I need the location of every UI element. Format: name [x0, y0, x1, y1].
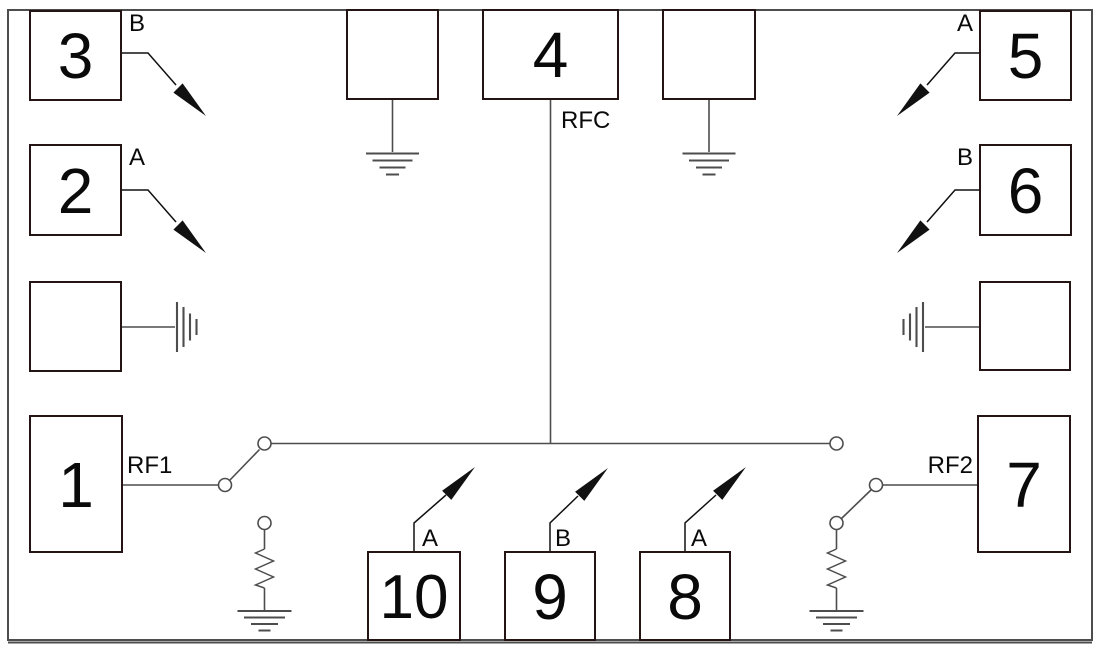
pad4-number: 4: [533, 19, 569, 91]
pad2-control-label: A: [129, 144, 145, 171]
pad10-number: 10: [380, 563, 449, 632]
pad7-box: [977, 415, 1071, 553]
pad3-arrowhead-icon: [173, 83, 206, 116]
pad1-number: 1: [58, 449, 94, 521]
pad2-control-arrow-icon: [122, 189, 177, 223]
rf2-switch-arm: [840, 488, 873, 520]
pad5-control-label: A: [957, 10, 973, 37]
pad6-arrowhead-icon: [897, 220, 930, 253]
right-ground-pad-box: [979, 281, 1071, 371]
pad8-control-label: A: [691, 525, 707, 552]
rf1-bus-contact: [257, 436, 272, 451]
pad6-control-arrow-icon: [926, 189, 980, 223]
control-arrow-group: [122, 52, 980, 552]
rf2-pole-contact: [868, 477, 884, 493]
contact-group: [217, 436, 884, 531]
right-side-ground-icon: [902, 302, 925, 352]
rf1-termination-contact: [257, 515, 272, 531]
pad2-arrowhead-icon: [173, 220, 206, 253]
pad6-box: [979, 144, 1072, 236]
pad6-number: 6: [1008, 155, 1044, 227]
pad3-box: [29, 10, 122, 101]
right-termination-ground-icon: [809, 609, 864, 632]
pad10-control-label: A: [422, 525, 438, 552]
pad3-number: 3: [58, 20, 94, 92]
rf2-port-label: RF2: [928, 452, 973, 479]
right-termination-resistor: [825, 548, 848, 589]
pad9-arrowhead-icon: [575, 468, 608, 501]
rf1-pole-contact: [217, 477, 233, 493]
top-left-ground-icon: [366, 152, 419, 176]
pad9-number: 9: [532, 561, 568, 633]
left-termination-resistor: [253, 548, 276, 589]
top-left-ground-pad-box: [346, 9, 439, 100]
pad4-box: [482, 9, 619, 100]
pad8-box: [639, 551, 731, 641]
pad7-number: 7: [1006, 449, 1042, 521]
left-termination-ground-icon: [237, 609, 292, 632]
pad5-arrowhead-icon: [897, 83, 930, 116]
pad9-box: [504, 551, 596, 641]
pad8-control-arrow-icon: [684, 494, 717, 552]
pad10-arrowhead-icon: [442, 467, 475, 500]
rfc-port-label: RFC: [561, 107, 610, 134]
rf1-switch-arm: [228, 448, 261, 482]
resistor-group: [253, 548, 848, 589]
pad9-control-label: B: [555, 525, 571, 552]
rf1-port-label: RF1: [127, 452, 172, 479]
pad3-control-label: B: [129, 10, 145, 37]
pad9-control-arrow-icon: [549, 495, 579, 552]
top-right-ground-pad-box: [662, 9, 756, 100]
pad3-control-arrow-icon: [122, 52, 177, 86]
left-ground-pad-box: [29, 281, 122, 372]
top-right-ground-icon: [682, 152, 736, 176]
pad5-box: [979, 10, 1072, 101]
pad-group: [29, 9, 1072, 641]
rf2-bus-contact: [829, 436, 844, 451]
left-side-ground-icon: [175, 302, 198, 352]
pad8-arrowhead-icon: [713, 467, 746, 500]
rf2-termination-contact: [829, 515, 844, 531]
pad2-number: 2: [58, 155, 94, 227]
pad5-number: 5: [1008, 20, 1044, 92]
ground-group: [175, 152, 925, 632]
pad10-control-arrow-icon: [413, 494, 447, 552]
pad10-box: [367, 551, 461, 641]
label-group: 3 2 1 4 5 6 7 10 9 8 B A A B A B A RF1 R…: [58, 10, 1044, 633]
pad5-control-arrow-icon: [926, 52, 980, 86]
pad1-box: [29, 415, 123, 553]
pad6-control-label: B: [957, 144, 973, 171]
pad8-number: 8: [667, 561, 703, 633]
pad2-box: [29, 144, 122, 236]
wire-group: [121, 99, 980, 610]
